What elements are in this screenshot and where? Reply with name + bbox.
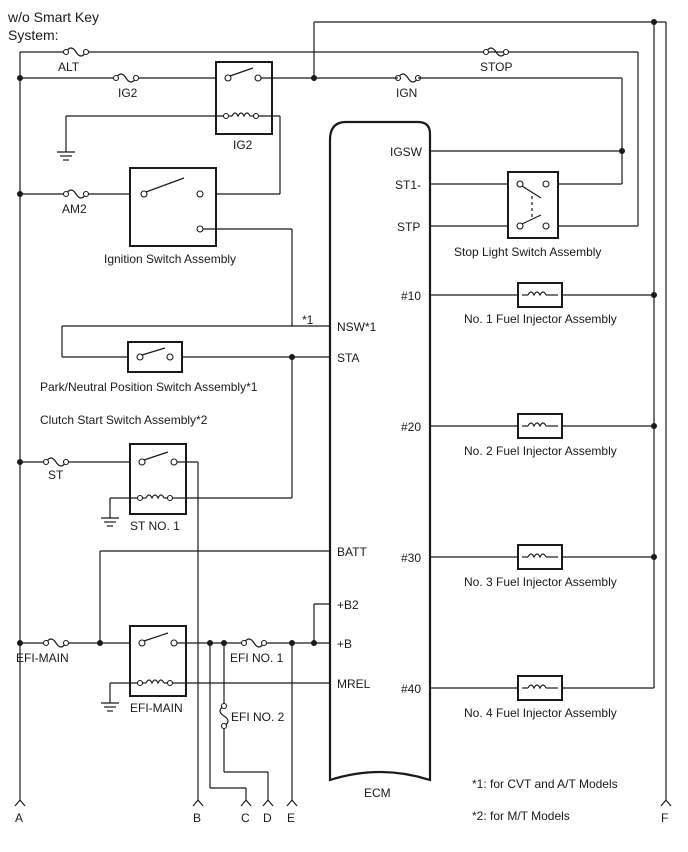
bus-a [17, 51, 639, 800]
park-neutral-switch: Park/Neutral Position Switch Assembly*1 [40, 341, 258, 394]
injector-1-label: No. 1 Fuel Injector Assembly [464, 312, 617, 326]
connector-e: E [287, 811, 295, 825]
pin-stp: STP [397, 220, 420, 234]
header-line-2: System: [8, 27, 59, 43]
injector-2: No. 2 Fuel Injector Assembly [430, 413, 657, 458]
pin-n30: #30 [401, 551, 421, 565]
fuse-st: ST [42, 457, 70, 482]
st-no1-relay: ST NO. 1 [129, 443, 187, 533]
ecm-pins-left: NSW*1 STA BATT +B2 +B MREL [337, 320, 377, 691]
fuse-st-label: ST [48, 468, 64, 482]
ignition-switch-label: Ignition Switch Assembly [104, 252, 236, 266]
ignition-switch: Ignition Switch Assembly [104, 167, 236, 266]
fuse-efi-no2-label: EFI NO. 2 [231, 710, 285, 724]
connector-marks [14, 799, 672, 807]
pin-b2: +B2 [337, 598, 359, 612]
pin-st1: ST1- [395, 178, 421, 192]
efi-main-relay-label: EFI-MAIN [130, 701, 183, 715]
ecm-pins-right: IGSW ST1- STP #10 #20 #30 #40 [390, 145, 423, 696]
park-neutral-label: Park/Neutral Position Switch Assembly*1 [40, 380, 258, 394]
fuse-ig2: IG2 [112, 73, 140, 100]
ground-icon [101, 517, 119, 527]
pin-igsw: IGSW [390, 145, 423, 159]
ground-icon [101, 702, 119, 712]
connector-f: F [661, 811, 668, 825]
pin-n10: #10 [401, 289, 421, 303]
note-2: *2: for M/T Models [472, 809, 570, 823]
injector-2-label: No. 2 Fuel Injector Assembly [464, 444, 617, 458]
connector-c: C [241, 811, 250, 825]
pin-n40: #40 [401, 682, 421, 696]
pin-nsw: NSW*1 [337, 320, 377, 334]
fuse-alt: ALT [58, 47, 90, 74]
injector-3: No. 3 Fuel Injector Assembly [430, 544, 657, 589]
fuse-efi-no1-label: EFI NO. 1 [230, 651, 284, 665]
pin-sta: STA [337, 351, 359, 365]
fuse-am2-label: AM2 [62, 202, 87, 216]
ig2-relay: IG2 [215, 61, 273, 152]
fuse-ign: IGN [394, 73, 422, 100]
star1-mark: *1 [302, 313, 314, 327]
injector-4: No. 4 Fuel Injector Assembly [430, 675, 654, 720]
fuse-efi-main: EFI-MAIN [16, 638, 70, 665]
fuse-ign-label: IGN [396, 86, 417, 100]
fuse-am2: AM2 [62, 189, 90, 216]
clutch-start-label: Clutch Start Switch Assembly*2 [40, 413, 208, 427]
injector-1: No. 1 Fuel Injector Assembly [430, 282, 657, 326]
connector-d: D [263, 811, 272, 825]
fuse-efi-no2: EFI NO. 2 [219, 702, 285, 730]
ground-icon [57, 151, 75, 161]
header-line-1: w/o Smart Key [7, 9, 99, 25]
ecm-label: ECM [364, 786, 391, 800]
st-no1-label: ST NO. 1 [130, 519, 180, 533]
pin-b: +B [337, 637, 352, 651]
fuse-ig2-label: IG2 [118, 86, 138, 100]
efi-main-relay: EFI-MAIN [129, 625, 187, 715]
ig2-relay-label: IG2 [233, 138, 253, 152]
note-1: *1: for CVT and A/T Models [472, 777, 618, 791]
fuse-alt-label: ALT [58, 60, 80, 74]
stop-light-label: Stop Light Switch Assembly [454, 245, 601, 259]
pin-n20: #20 [401, 420, 421, 434]
ecm-box: ECM [328, 120, 432, 800]
pin-batt: BATT [337, 545, 367, 559]
injector-4-label: No. 4 Fuel Injector Assembly [464, 706, 617, 720]
injector-3-label: No. 3 Fuel Injector Assembly [464, 575, 617, 589]
fuse-efi-main-label: EFI-MAIN [16, 651, 69, 665]
fuse-stop-label: STOP [480, 60, 512, 74]
stop-light-switch: Stop Light Switch Assembly [454, 171, 601, 259]
fuse-stop: STOP [480, 47, 512, 74]
connector-b: B [193, 811, 201, 825]
connector-a: A [15, 811, 23, 825]
pin-mrel: MREL [337, 677, 371, 691]
